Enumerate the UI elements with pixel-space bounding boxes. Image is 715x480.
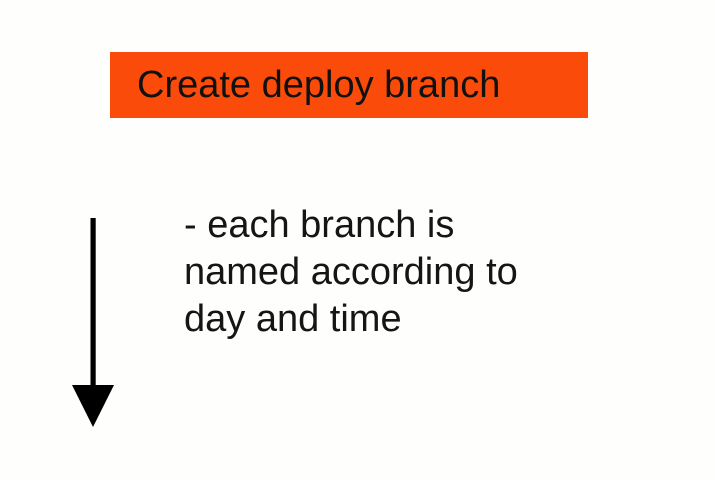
body-line-2: named according to	[184, 251, 518, 293]
body-text-block: - each branch is named according to day …	[184, 202, 604, 343]
page-title: Create deploy branch	[137, 64, 501, 106]
body-line-1: - each branch is	[184, 204, 455, 246]
title-banner: Create deploy branch	[110, 52, 588, 118]
arrow-down-icon	[66, 212, 122, 434]
arrow-down-glyph	[72, 218, 114, 427]
body-line-3: day and time	[184, 298, 402, 340]
